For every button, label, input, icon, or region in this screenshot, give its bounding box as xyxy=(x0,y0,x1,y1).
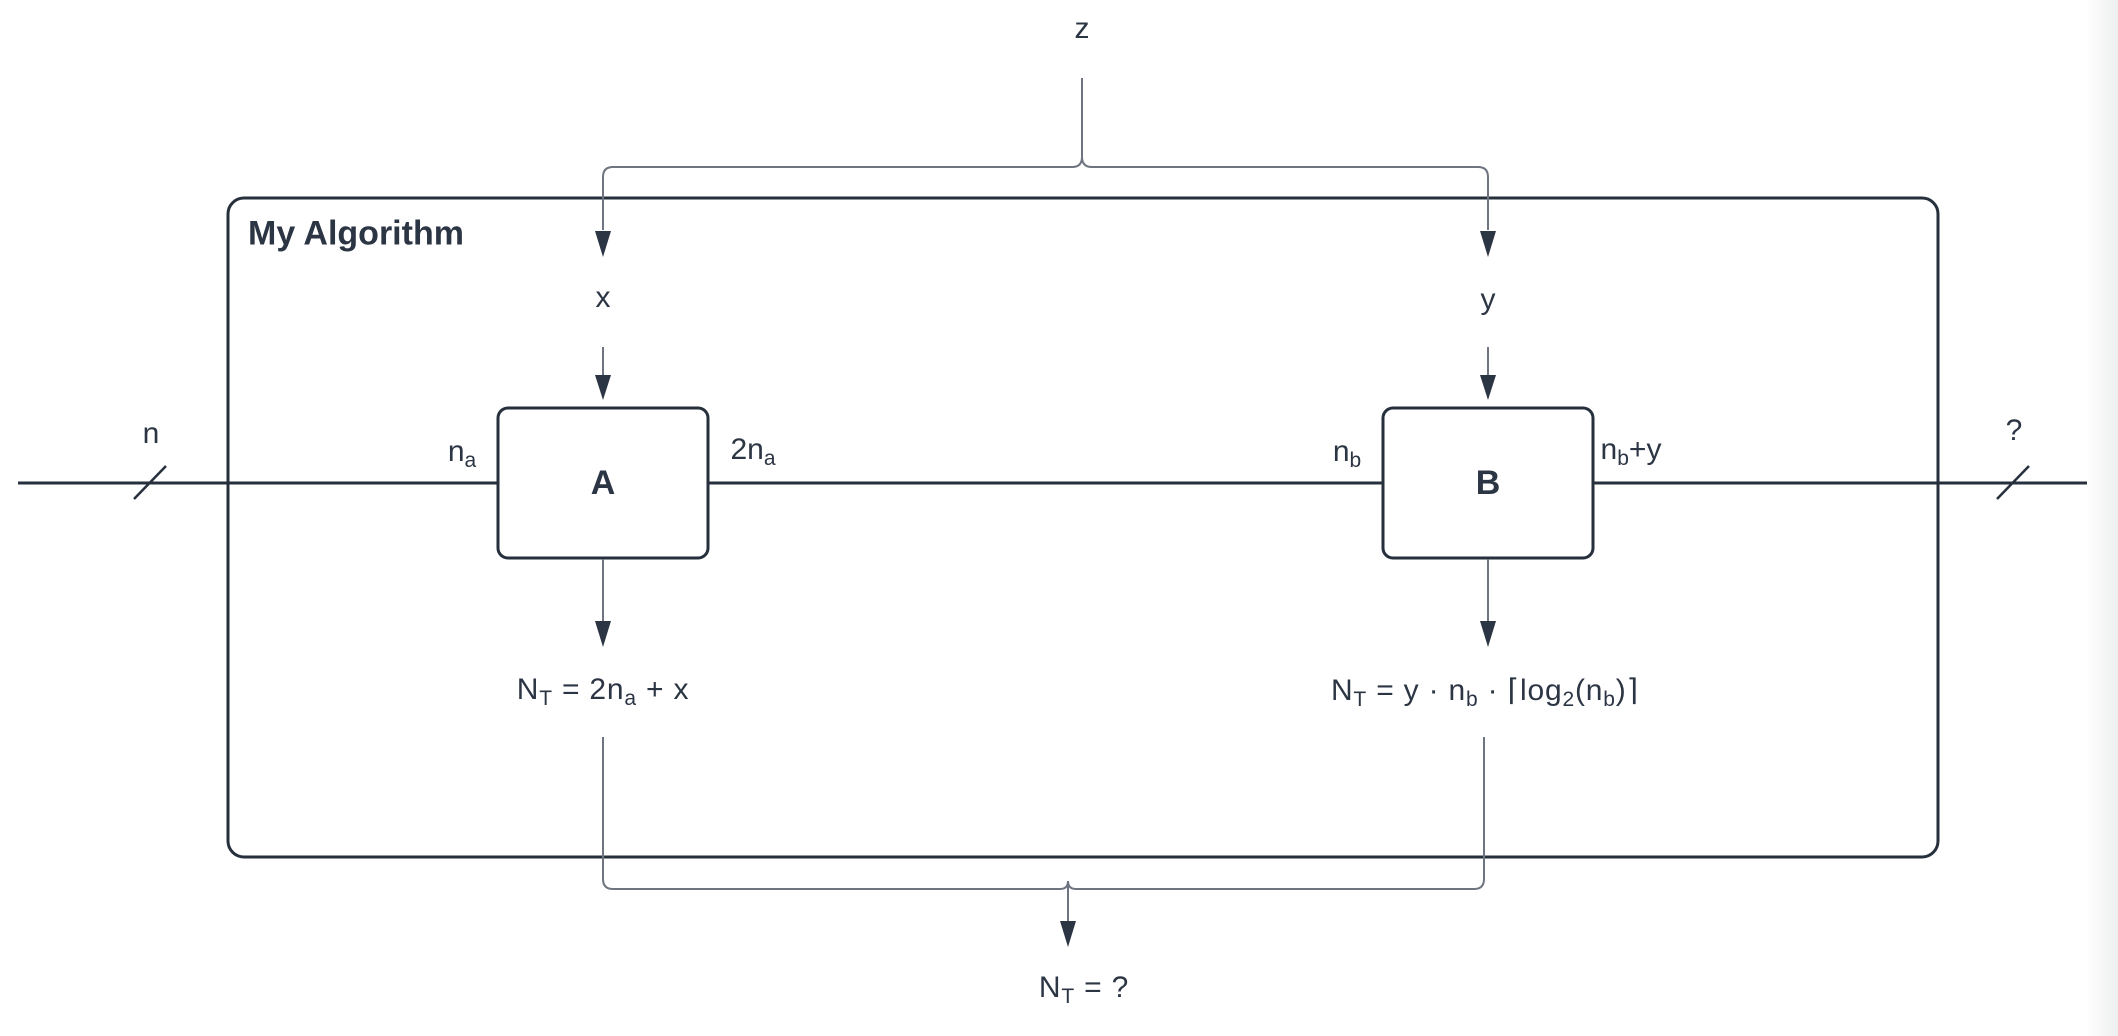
arrowhead-total xyxy=(1060,921,1076,947)
block-a-label: A xyxy=(590,464,616,502)
label-x: x xyxy=(595,281,611,314)
label-y: y xyxy=(1480,283,1496,316)
block-b-box xyxy=(1381,406,1595,560)
block-b-label: B xyxy=(1475,464,1501,502)
bus-slash-left xyxy=(133,465,167,500)
outer-box xyxy=(226,196,1940,859)
label-b-output-width: nb+y xyxy=(1600,433,1662,470)
label-z: z xyxy=(1074,12,1090,45)
formula-a-cost: NT = 2na + x xyxy=(516,673,690,710)
z-branch-left xyxy=(602,156,1083,230)
formula-b-cost: NT = y · nb · ⌈log2(nb)⌉ xyxy=(1330,674,1640,711)
diagram-title: My Algorithm xyxy=(248,214,464,253)
arrowhead-a-cost xyxy=(595,621,611,647)
label-a-output-width: 2na xyxy=(730,433,776,470)
arrowhead-branch-a xyxy=(595,231,611,257)
block-a-box xyxy=(496,406,710,560)
arrowhead-branch-b xyxy=(1480,231,1496,257)
label-b-input-width: nb xyxy=(1332,435,1362,472)
label-n: n xyxy=(142,417,160,450)
page-edge-shade xyxy=(2086,0,2118,1036)
arrowhead-y-to-b xyxy=(1480,375,1496,400)
label-a-input-width: na xyxy=(447,435,477,472)
formula-total-cost: NT = ? xyxy=(1038,971,1130,1008)
merge-left-line xyxy=(602,737,1069,890)
merge-right-line xyxy=(1067,737,1485,890)
z-branch-right xyxy=(1081,156,1489,230)
bus-slash-right xyxy=(1996,465,2030,500)
arrowhead-x-to-a xyxy=(595,375,611,400)
label-question: ? xyxy=(2005,414,2023,447)
arrowhead-b-cost xyxy=(1480,621,1496,647)
